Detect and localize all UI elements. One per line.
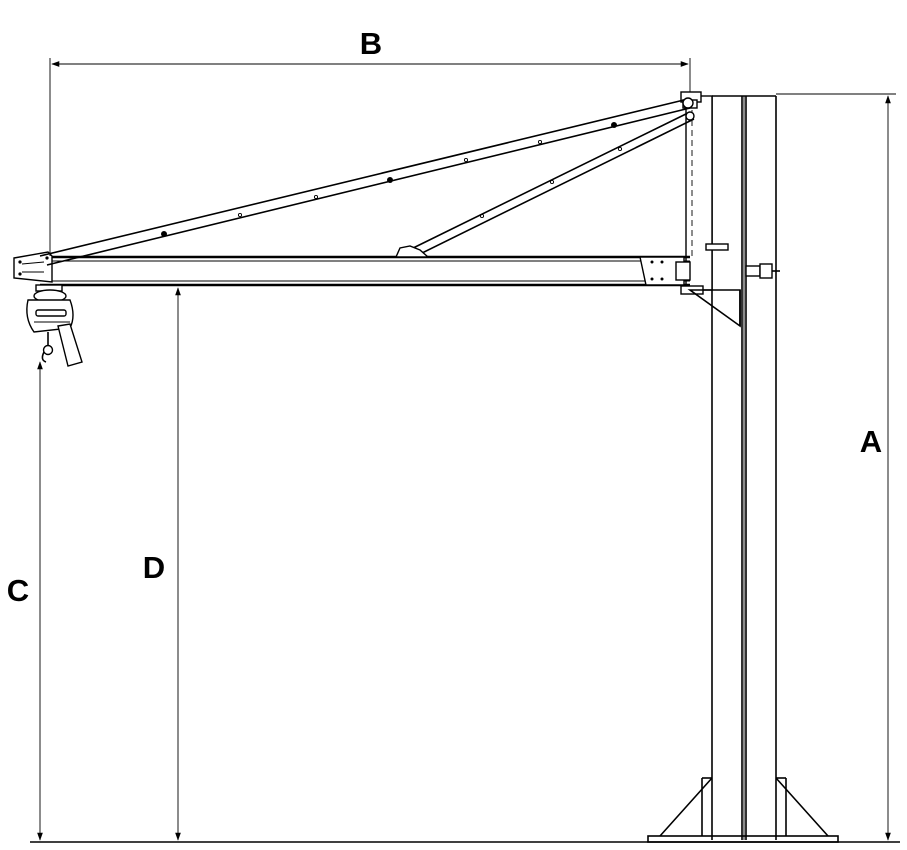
base-plate xyxy=(647,777,839,843)
label-d: D xyxy=(143,550,165,585)
boom-bracket xyxy=(687,289,741,328)
pillar-side-fitting xyxy=(745,263,780,279)
label-b: B xyxy=(360,26,382,61)
slewing-head xyxy=(680,91,729,295)
diagonal-strut xyxy=(394,111,695,258)
boom xyxy=(13,251,691,287)
tie-rod xyxy=(39,97,694,266)
dimension-b xyxy=(49,58,691,256)
label-c: C xyxy=(7,573,29,608)
label-a: A xyxy=(860,424,882,459)
pillar xyxy=(711,95,777,840)
hoist xyxy=(26,284,83,367)
dimension-a xyxy=(776,93,896,841)
